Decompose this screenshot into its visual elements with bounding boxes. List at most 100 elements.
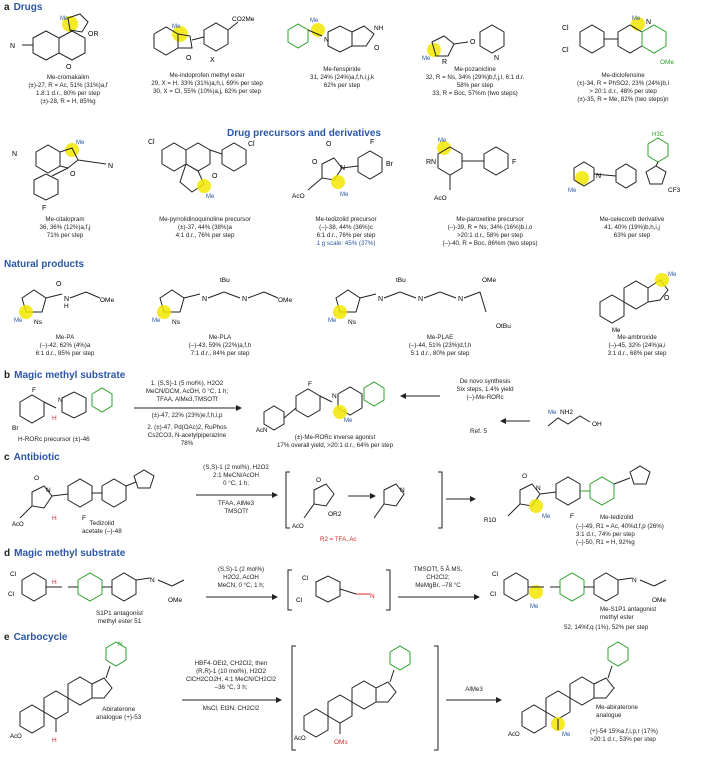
structure-me-diclofensine: Cl Cl Me N OMe xyxy=(562,16,674,66)
svg-text:OMe: OMe xyxy=(278,297,292,304)
conditions-c-bottom: TFAA, AlMe3 TMSOTf xyxy=(217,500,255,515)
svg-text:N: N xyxy=(242,296,247,303)
svg-text:F: F xyxy=(370,139,374,146)
ref-note: Ref. 5 xyxy=(470,428,488,435)
conditions-b-step1: 1. (S,S)-1 (5 mol%), H2O2 MeCN/DCM, AcOH… xyxy=(145,380,229,403)
structure-51: Cl Cl H N OMe xyxy=(8,571,185,604)
svg-text:Me: Me xyxy=(344,418,353,424)
caption-me-abiraterone: Me-abiraterone analogue xyxy=(596,704,638,719)
svg-text:H: H xyxy=(52,579,57,586)
structure-53: AcO H N xyxy=(10,641,127,744)
svg-text:OtBu: OtBu xyxy=(496,323,511,330)
svg-text:NH: NH xyxy=(374,25,384,32)
caption-me-pa: Me-PA (–)-42, 62% (4%)a 6:1 d.r., 85% pe… xyxy=(35,334,95,357)
structure-me-rorc: F AcN N Me xyxy=(256,381,385,434)
svg-text:AcO: AcO xyxy=(294,736,306,742)
svg-text:O: O xyxy=(312,159,318,166)
structure-me-s1p1: Cl Cl Me N OMe xyxy=(490,571,666,610)
conditions-e-2: AlMe3 xyxy=(465,686,483,693)
svg-text:F: F xyxy=(42,205,46,212)
svg-text:N: N xyxy=(10,43,15,50)
svg-text:Me: Me xyxy=(340,192,349,198)
caption-me-pozanicline: Me-pozanicline 32, R = Ns, 34% (29%)b,f,… xyxy=(425,66,525,97)
svg-text:H3C: H3C xyxy=(652,132,665,138)
svg-text:Me: Me xyxy=(668,272,677,278)
svg-text:Me: Me xyxy=(206,194,215,200)
svg-text:R: R xyxy=(442,59,447,66)
svg-text:N: N xyxy=(324,37,329,44)
caption-me-ambroxide: Me-ambroxide (–)-45, 32% (24%)a,i 3:1 d.… xyxy=(607,334,667,357)
svg-text:Me: Me xyxy=(152,318,161,324)
svg-text:N: N xyxy=(370,593,375,600)
structure-me-citalopram: N Me N F O xyxy=(12,140,113,212)
svg-text:AcO: AcO xyxy=(10,734,22,740)
svg-text:O: O xyxy=(70,171,76,178)
label-48: Tedizolid acetate (–)-48 xyxy=(82,520,122,535)
caption-me-tedizolid-precursor: Me-tedizolid precursor (–)-38, 44% (36%)… xyxy=(315,216,377,247)
svg-text:CF3: CF3 xyxy=(668,187,681,194)
svg-text:Cl: Cl xyxy=(302,575,309,582)
svg-text:N: N xyxy=(118,641,123,648)
caption-me-fenspiride: Me-fenspiride 31, 24% (24%)a,f,h,i,j,k 6… xyxy=(310,66,374,89)
svg-text:N: N xyxy=(418,296,423,303)
conditions-d-2: TMSOTf, 5 Å MS, CH2Cl2; MeMgBr, –78 °C xyxy=(413,566,463,589)
arrow-b-1 xyxy=(134,405,242,411)
svg-text:Me: Me xyxy=(422,56,431,62)
caption-me-s1p1: Me-S1P1 antagonist methyl ester xyxy=(600,606,657,621)
arrow-e-1 xyxy=(182,697,282,703)
svg-text:Me: Me xyxy=(612,328,621,334)
svg-text:N: N xyxy=(12,151,17,158)
structure-me-fenspiride: Me N NH O xyxy=(287,18,384,53)
svg-text:Cl: Cl xyxy=(248,141,255,148)
svg-text:N: N xyxy=(378,296,383,303)
section-a-natural-header: Natural products xyxy=(4,259,85,270)
structure-me-celecoxib: H3C Me N CF3 xyxy=(568,132,681,194)
svg-text:F: F xyxy=(32,387,36,394)
label-51: S1P1 antagonist methyl ester 51 xyxy=(96,610,143,625)
svg-text:H: H xyxy=(52,737,57,744)
svg-text:Cl: Cl xyxy=(148,139,155,146)
svg-text:X: X xyxy=(210,57,215,64)
svg-text:O: O xyxy=(374,45,380,52)
svg-text:Br: Br xyxy=(386,161,394,168)
yield-54: (+)-54 15%a,f,i,p,r (17%) >20:1 d.r., 53… xyxy=(590,728,658,743)
svg-text:Cl: Cl xyxy=(490,591,497,598)
conditions-d-1: (S,S)-1 (2 mol%) H2O2, AcOH MeCN, 0 °C, … xyxy=(217,566,265,589)
svg-text:N: N xyxy=(596,173,601,180)
svg-text:Me: Me xyxy=(328,318,337,324)
intermediate-e: AcO OMs xyxy=(291,645,439,751)
svg-text:OMe: OMe xyxy=(482,277,496,284)
svg-text:AcO: AcO xyxy=(434,195,447,202)
structure-me-paroxetine-precursor: Me R N F AcO xyxy=(426,138,516,202)
svg-text:OH: OH xyxy=(592,421,602,428)
svg-text:Me: Me xyxy=(530,604,539,610)
denovo-note: De novo synthesis Six steps, 1.4% yield … xyxy=(456,378,514,401)
svg-text:N: N xyxy=(46,487,51,494)
caption-me-pla: Me-PLA (–)-43, 59% (22%)a,f,h 7:1 d.r., … xyxy=(188,334,252,357)
structure-46: F Br H N xyxy=(12,387,113,432)
svg-text:Me: Me xyxy=(438,138,447,144)
yield-52: 52, 14%f,q (1%), 52% per step xyxy=(564,624,649,631)
structure-aminoalcohol: Me NH2 OH xyxy=(547,409,602,428)
label-me-tedizolid: Me-tedizolid xyxy=(600,514,634,521)
svg-text:N: N xyxy=(64,296,69,303)
structure-me-tedizolid-precursor: O O N F Br AcO Me xyxy=(292,139,394,200)
svg-text:F: F xyxy=(570,513,574,520)
structure-me-cromakalim: N OR O Me xyxy=(10,13,99,71)
svg-text:N: N xyxy=(494,55,499,62)
svg-text:O: O xyxy=(56,281,62,288)
svg-text:N: N xyxy=(202,296,207,303)
svg-text:AcO: AcO xyxy=(292,193,305,200)
svg-text:Me: Me xyxy=(310,18,319,24)
structure-me-ambroxide: Me O Me xyxy=(599,272,677,334)
svg-text:OMe: OMe xyxy=(660,59,674,66)
svg-text:Me: Me xyxy=(632,16,641,22)
structure-me-indoprofen: CO2Me Me X O xyxy=(153,16,255,64)
arrow-b-denovo xyxy=(400,393,440,399)
svg-text:Me: Me xyxy=(562,732,571,738)
svg-text:R1O: R1O xyxy=(484,518,497,524)
caption-me-cromakalim: Me-cromakalim (±)-27, R = Ac, 51% (31%)a… xyxy=(28,74,108,105)
svg-text:Cl: Cl xyxy=(562,25,569,32)
svg-text:O: O xyxy=(212,173,218,180)
